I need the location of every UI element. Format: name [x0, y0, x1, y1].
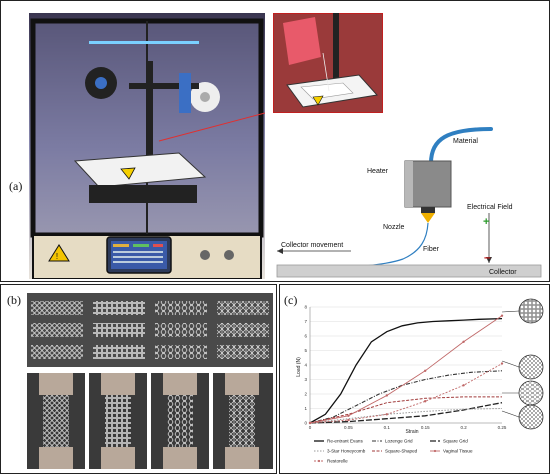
y-tick-label: 6 [304, 334, 307, 339]
collector-plate [276, 264, 542, 278]
x-tick-label: 0.15 [421, 425, 430, 430]
printer-photo: ! [29, 13, 265, 279]
legend-label: Re-entrant Evans [327, 439, 363, 444]
y-tick-label: 8 [304, 305, 307, 310]
y-tick-label: 5 [304, 348, 307, 353]
x-tick-label: 0 [309, 425, 312, 430]
minus-sign: – [484, 250, 491, 264]
mesh-samples-photo [27, 293, 273, 469]
legend-label: Vaginal Tissue [443, 449, 473, 454]
series-marker [462, 384, 465, 387]
fiber-label: Fiber [423, 246, 440, 253]
panel-a: (a) [0, 0, 550, 282]
material-tube [429, 127, 493, 165]
y-tick-label: 3 [304, 377, 307, 382]
series-line-7 [309, 363, 503, 424]
series-marker [308, 421, 312, 425]
x-axis-label: Strain [405, 429, 418, 435]
legend-label: 3-Star Honeycomb [327, 449, 366, 454]
panel-a-label: (a) [9, 179, 23, 193]
mesh-thumbnail-4 [518, 404, 544, 430]
series-marker [385, 413, 388, 416]
tensile-photo-4 [213, 373, 273, 469]
series-marker [424, 369, 427, 372]
panel-c: (c) 0 1 2 3 4 5 6 7 8 0 0.05 0.1 0.15 0.2 0.25 Strain … [279, 284, 550, 474]
y-axis-label: Load (N) [296, 357, 302, 377]
x-tick-label: 0.05 [344, 425, 353, 430]
collector-label: Collector [489, 269, 517, 276]
tensile-photo-2 [89, 373, 147, 469]
plus-sign: + [483, 216, 489, 228]
panel-b-label: (b) [7, 293, 21, 307]
nozzle-block [421, 207, 435, 213]
y-tick-label: 0 [304, 421, 307, 426]
nozzle-label: Nozzle [383, 224, 405, 231]
legend-label: Square Grid [443, 439, 468, 444]
panel-b: (b) [0, 284, 277, 474]
x-tick-label: 0.25 [498, 425, 507, 430]
material-label: Material [453, 138, 478, 145]
heater-label: Heater [367, 168, 389, 175]
legend-label: Restorelle [327, 459, 348, 464]
mesh-thumbnail-3 [518, 380, 544, 406]
legend-label: Lozenge Grid [385, 439, 413, 444]
series-line-3 [309, 402, 503, 424]
electrical-field-label: Electrical Field [467, 204, 513, 211]
mesh-thumbnail-2 [518, 354, 544, 380]
tensile-photo-1 [27, 373, 85, 469]
load-strain-chart: 0 1 2 3 4 5 6 7 8 0 0.05 0.1 0.15 0.2 0.25 Strain Load… [296, 298, 544, 464]
inset-photo [273, 13, 383, 113]
series-marker [500, 314, 504, 317]
x-tick-label: 0.1 [384, 425, 391, 430]
x-tick-label: 0.2 [460, 425, 467, 430]
series-line-1 [309, 317, 503, 424]
series-line-4 [309, 408, 503, 424]
series-marker [347, 418, 350, 422]
mesh-thumbnail-1 [518, 298, 544, 324]
y-tick-label: 7 [304, 319, 307, 324]
nozzle-tip [421, 213, 435, 223]
series-line-2 [309, 370, 503, 424]
series-line-5 [309, 396, 502, 424]
y-tick-label: 2 [304, 392, 307, 397]
tensile-photo-3 [151, 373, 209, 469]
connector-line [501, 360, 520, 368]
series-marker [424, 400, 427, 403]
electrospinning-schematic: Material Heater Electrical Field + – Noz… [276, 127, 542, 278]
series-marker [385, 394, 388, 397]
panel-c-label: (c) [284, 293, 298, 307]
legend-label: Square-Shaped [385, 449, 418, 454]
series-marker [347, 414, 350, 417]
connector-line [501, 310, 520, 313]
svg-text:!: ! [56, 252, 58, 261]
series-line-6 [309, 315, 503, 424]
legend-marker [433, 449, 437, 453]
y-tick-label: 4 [304, 363, 307, 368]
collector-movement-label: Collector movement [281, 242, 343, 249]
legend-marker [317, 459, 321, 463]
y-tick-label: 1 [304, 406, 307, 411]
series-marker [500, 362, 504, 365]
series-marker [462, 340, 465, 343]
connector-line [501, 410, 520, 418]
